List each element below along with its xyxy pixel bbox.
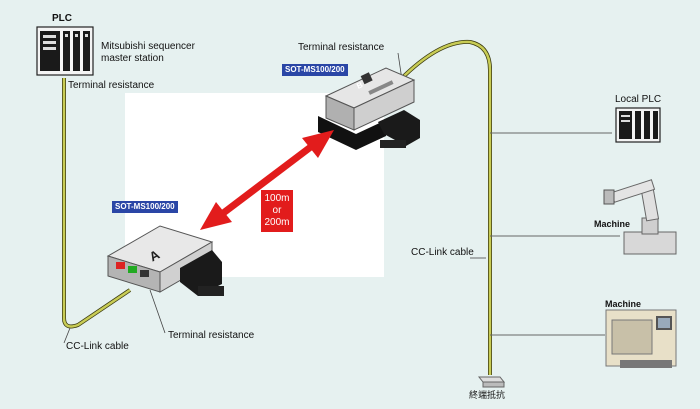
distance-line3: 200m bbox=[264, 217, 290, 228]
terminal-resistor-icon bbox=[477, 376, 506, 388]
unit-b-device bbox=[318, 67, 420, 150]
plc-station-line1: Mitsubishi sequencer bbox=[101, 41, 195, 52]
unit-a-model-tag: SOT-MS100/200 bbox=[112, 201, 178, 213]
unit-b-terminal-label: Terminal resistance bbox=[298, 42, 385, 53]
local-plc-label: Local PLC bbox=[615, 94, 662, 105]
machine-2-label: Machine bbox=[605, 299, 642, 309]
cc-link-cable-left bbox=[62, 78, 131, 328]
plc-master-station-icon bbox=[36, 26, 94, 76]
plc-terminal-label: Terminal resistance bbox=[68, 80, 155, 91]
unit-a-terminal-label: Terminal resistance bbox=[168, 330, 255, 341]
local-plc-icon bbox=[615, 107, 661, 143]
cc-link-cable-right-label: CC-Link cable bbox=[411, 247, 474, 258]
machine-1-label: Machine bbox=[594, 219, 631, 229]
plc-station-line2: master station bbox=[101, 53, 164, 64]
leader-cable-left bbox=[63, 327, 71, 344]
cc-link-cable-left-label: CC-Link cable bbox=[66, 341, 129, 352]
distance-line1: 100m bbox=[264, 193, 290, 204]
leader-terminal-a bbox=[149, 289, 166, 334]
unit-b-model-tag: SOT-MS100/200 bbox=[282, 64, 348, 76]
cnc-machine-icon bbox=[605, 309, 677, 368]
distance-line2: or bbox=[272, 205, 282, 216]
terminal-resistor-label: 終端抵抗 bbox=[469, 390, 506, 400]
cc-link-cable-right bbox=[399, 40, 492, 375]
robot-arm-icon bbox=[603, 179, 677, 255]
distance-arrow bbox=[200, 130, 334, 230]
plc-heading: PLC bbox=[52, 13, 72, 24]
distance-badge: 100m or 200m bbox=[261, 190, 293, 232]
unit-a-device bbox=[106, 225, 224, 296]
